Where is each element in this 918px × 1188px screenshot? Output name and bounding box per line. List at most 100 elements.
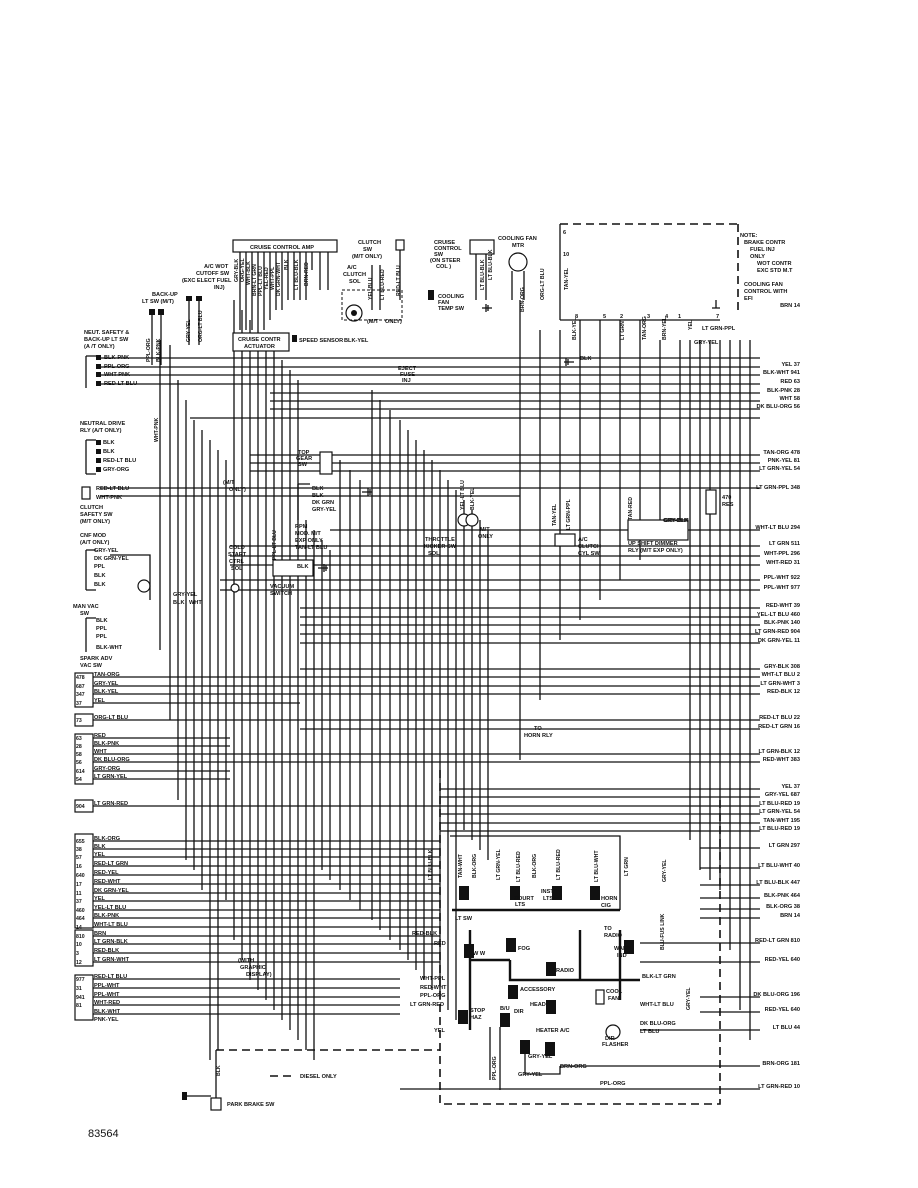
right-bus-label: LT GRN-WHT 3	[760, 681, 800, 687]
vertical-wire-label: PPL-ORG	[492, 1056, 498, 1080]
speed-sensor-label: SPEED SENSOR	[299, 338, 343, 344]
right-bus-label: RED-WHT 39	[766, 603, 800, 609]
vertical-wire-label: WHT-PPL	[270, 266, 276, 290]
left-bus-wire: RED-BLK	[94, 948, 119, 954]
tk-3: SOL	[428, 551, 440, 557]
right-bus-label: BRN-ORG 181	[762, 1061, 800, 1067]
vertical-wire-label: TAN-WHT	[458, 853, 464, 878]
vertical-wire-label: WHT-PNK	[154, 418, 160, 442]
ccsw-label-2: CONTROL	[434, 246, 462, 252]
pin-8: 8	[575, 314, 578, 320]
left-bus-wire: LT GRN-BLK	[94, 939, 128, 945]
usd-1: UP SHIFT DIMMER	[628, 541, 678, 547]
left-bus-code: 57	[76, 855, 82, 861]
right-bus-label: BLK-PNK 464	[764, 893, 801, 899]
left-bus-wire: DK GRN-YEL	[94, 888, 129, 894]
sa-1: SPARK ADV	[80, 656, 113, 662]
left-bus-code: 37	[76, 701, 82, 707]
note-4: ONLY	[750, 254, 765, 260]
tg-3: SW	[298, 462, 308, 468]
vertical-wire-label: LT GRN	[620, 321, 626, 340]
horn-rly-2: HORN RLY	[524, 733, 553, 739]
panel-wire-label: RED	[434, 941, 446, 947]
right-bus-label: RED-BLK 12	[767, 689, 800, 695]
warn-ind-2: IND	[617, 953, 627, 959]
radio-label: RADIO	[556, 968, 575, 974]
dir-flasher-1: DIR	[605, 1036, 615, 1042]
ccsw-label-4: (ON STEER	[430, 258, 460, 264]
cfc-3: EFI	[744, 296, 753, 302]
court-lts-1: COURT	[514, 896, 534, 902]
backup-2: LT SW (M/T)	[142, 299, 174, 305]
ndr-1: NEUTRAL DRIVE	[80, 421, 126, 427]
acwot-3: (EXC ELECT FUEL	[182, 278, 232, 284]
upshift-dimmer-relay: UP SHIFT DIMMER RLY (M/T EXP ONLY) GRY-B…	[627, 489, 734, 554]
left-bus-wire: PPL-WHT	[94, 992, 120, 998]
cnf-w3: PPL	[94, 564, 105, 570]
vertical-wire-label: PPL-LT BLU	[258, 266, 264, 296]
left-bus-wire: RED-LT GRN	[94, 861, 128, 867]
vertical-wire-label: LT BLU-RED	[556, 849, 562, 880]
right-bus-label: DK BLU-ORG 56	[756, 404, 800, 410]
neutral-drive-relay: NEUTRAL DRIVE RLY (A/T ONLY) BLK BLK RED…	[80, 421, 136, 475]
ww-label: W W	[473, 951, 486, 957]
right-bus-label: BLK-PNK 28	[767, 388, 800, 394]
panel-wire-label: GRY-BLK	[664, 518, 689, 524]
vertical-wire-label: BRN-RED	[304, 262, 310, 286]
left-bus-code: 31	[76, 986, 82, 992]
ns-1: NEUT. SAFETY &	[84, 330, 129, 336]
pin-10: 10	[563, 252, 569, 258]
left-bus-code: 73	[76, 718, 82, 724]
vertical-wire-label: TAN-YEL	[564, 267, 570, 290]
vertical-wire-label: ORG-LT BLU	[198, 310, 204, 342]
vertical-wire-label: LT BLU-BLK	[480, 259, 486, 290]
bu-dir-1: B/U	[500, 1006, 510, 1012]
top-gear-switch: TOP GEAR SW BLK BLK DK GRN GRY-YEL RPM M…	[270, 450, 337, 597]
res-2: RES	[722, 502, 734, 508]
blu-fus-link-label: BLU-FUS LINK	[660, 913, 666, 950]
gd-3: DISPLAY)	[246, 972, 272, 978]
right-bus-label: LT BLU 44	[773, 1025, 801, 1031]
vertical-wire-label: LT BLU-BLK	[428, 849, 434, 880]
pin-6: 6	[563, 230, 566, 236]
left-bus-wire: PNK-YEL	[94, 1017, 119, 1023]
vertical-wire-label: BRN-LT GRN	[252, 264, 258, 296]
cold-4: SOL	[231, 566, 243, 572]
mv-w1: BLK	[96, 618, 108, 624]
cold-1: COLD	[229, 545, 245, 551]
vertical-wire-label: LT GRN-PPL	[566, 498, 572, 530]
right-bus-label: LT BLU-BLK 447	[756, 880, 800, 886]
gy-w1: GRY-YEL	[173, 592, 198, 598]
to-radio-2: RADIO	[604, 933, 623, 939]
ns-w1: BLK-PNK	[104, 355, 129, 361]
upper-right-module: 6 10 8 5 2 3 4 1 7 NOTE: BRAKE CONTR FUE…	[559, 223, 793, 321]
vertical-wire-label: YEL-LT BLU	[460, 480, 466, 510]
clutch-sw-label-1: CLUTCH	[358, 240, 381, 246]
vertical-wire-label: RED-LT BLU	[396, 265, 402, 296]
left-bus-wire: ORG-LT BLU	[94, 715, 128, 721]
sa-2: VAC SW	[80, 663, 103, 669]
cruise-control-amp: CRUISE CONTROL AMP CRUISE CONTR ACTUATOR…	[232, 239, 343, 352]
right-bus-label: LT BLU-WHT 40	[758, 863, 800, 869]
left-bus-code: 904	[76, 804, 85, 810]
neutral-safety-switch: NEUT. SAFETY & BACK-UP LT SW (A /T ONLY)…	[84, 330, 137, 388]
clutch-safety-switch: RED-LT BLU WHT-PNK CLUTCH SAFETY SW (M/T…	[80, 486, 129, 525]
mv-1: MAN VAC	[73, 604, 99, 610]
accyl-1: A/C	[578, 537, 588, 543]
right-bus-label: TAN-ORG 478	[763, 450, 800, 456]
left-bus-wire: YEL	[94, 896, 105, 902]
right-bus-label: LT GRN-RED 10	[758, 1084, 800, 1090]
vertical-wire-label: BLK-PNK	[156, 338, 162, 362]
cool-fan-1: COOL	[606, 989, 623, 995]
vertical-wire-label: BRN-YEL	[662, 316, 668, 340]
backup-light-switch: BACK-UP LT SW (M/T)	[142, 292, 178, 365]
cool-fan-2: FAN	[608, 996, 619, 1002]
panel-wire-label: RED-WHT	[420, 985, 447, 991]
note-6: EXC STD M.T	[757, 268, 793, 274]
cs-w2: WHT-PNK	[96, 495, 122, 501]
vertical-wire-label: DK GRN-WHT	[276, 261, 282, 296]
vertical-wire-label: BLK	[284, 259, 290, 270]
pin-1: 1	[678, 314, 681, 320]
right-bus-label: DK GRN-YEL 11	[758, 638, 800, 644]
sa-w1: BLK-WHT	[96, 645, 123, 651]
